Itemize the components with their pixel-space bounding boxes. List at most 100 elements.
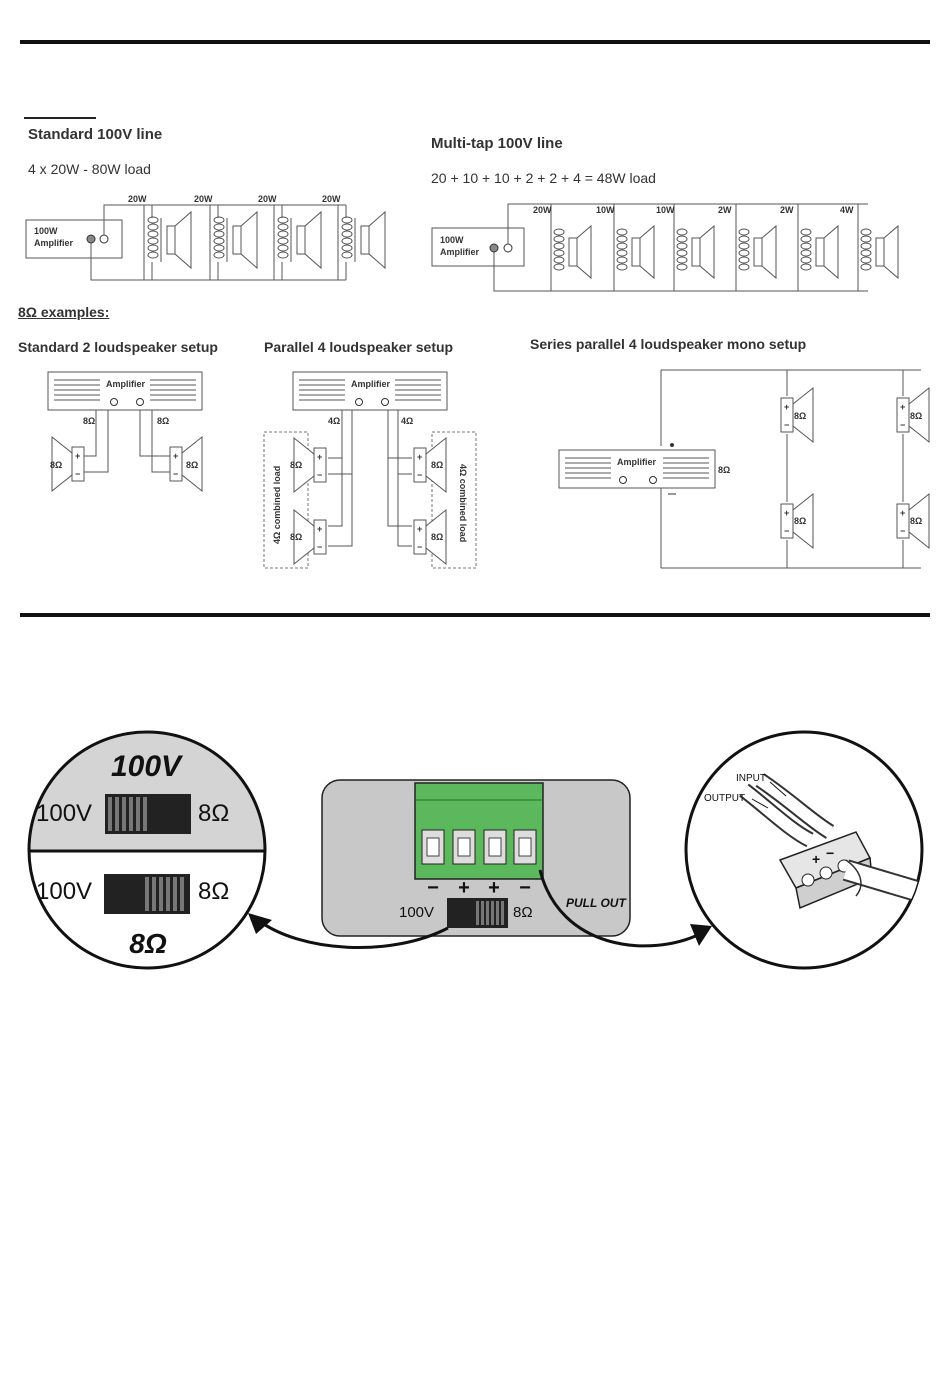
par4-spk-1: 8Ω — [290, 460, 302, 470]
svg-text:−: − — [784, 420, 789, 430]
mt-speaker-1 — [550, 204, 592, 291]
terminal-screw-3[interactable] — [483, 829, 507, 865]
switch-100v-position — [105, 794, 191, 834]
par4-spk-2: 8Ω — [290, 532, 302, 542]
std2-out-right: 8Ω — [157, 416, 169, 426]
svg-text:+: + — [317, 452, 322, 462]
std2-speaker-right: +− — [169, 435, 203, 493]
sp4-speaker-3: +− — [896, 386, 930, 444]
left-zoom-circle — [27, 730, 267, 970]
std-amp-label-2: Amplifier — [34, 238, 74, 248]
sp4-spk-3: 8Ω — [910, 411, 922, 421]
mt-speaker-5 — [797, 204, 839, 291]
standard-100v-subtitle: 4 x 20W - 80W load — [28, 161, 151, 177]
std-tap-1: 20W — [128, 194, 147, 204]
terminal-screw-4[interactable] — [513, 829, 537, 865]
svg-text:+: + — [173, 451, 178, 461]
mode-100v-title: 100V — [111, 750, 184, 783]
top-divider — [20, 40, 930, 44]
std-speaker-1 — [147, 210, 192, 270]
sp4-spk-2: 8Ω — [794, 516, 806, 526]
terminal-screw-2[interactable] — [452, 829, 476, 865]
svg-text:−: − — [317, 470, 322, 480]
svg-text:+: + — [417, 452, 422, 462]
mt-tap-6: 4W — [840, 205, 854, 215]
svg-text:−: − — [784, 526, 789, 536]
standard2-diagram: Amplifier 8Ω 8Ω +−+− 8Ω 8Ω — [47, 371, 203, 493]
series-parallel4-diagram: Amplifier 8Ω +−+−+−+− 8Ω 8Ω 8Ω 8Ω — [558, 369, 930, 569]
svg-text:−: − — [417, 470, 422, 480]
output-label: OUTPUT — [704, 793, 745, 804]
svg-text:−: − — [317, 542, 322, 552]
svg-text:−: − — [417, 542, 422, 552]
svg-text:+: + — [75, 451, 80, 461]
std-speaker-4 — [341, 210, 386, 270]
svg-text:−: − — [900, 526, 905, 536]
svg-text:+: + — [784, 508, 789, 518]
mode1-label-left: 100V — [36, 800, 92, 827]
std-tap-3: 20W — [258, 194, 277, 204]
mt-tap-4: 2W — [718, 205, 732, 215]
multitap-100v-diagram: 100W Amplifier 20W 10W 10W 2W 2W 4W — [431, 203, 899, 292]
section-mark — [24, 117, 96, 119]
pull-out-label: PULL OUT — [566, 896, 627, 910]
std2-out-left: 8Ω — [83, 416, 95, 426]
svg-text:+: + — [812, 851, 820, 867]
mt-speaker-2 — [613, 204, 655, 291]
mt-tap-5: 2W — [780, 205, 794, 215]
standard2-title: Standard 2 loudspeaker setup — [18, 339, 218, 355]
par4-speaker-1: +− — [293, 436, 327, 494]
svg-text:−: − — [75, 469, 80, 479]
par4-out-left: 4Ω — [328, 416, 340, 426]
std-speaker-2 — [213, 210, 258, 270]
svg-text:−: − — [173, 469, 178, 479]
svg-text:−: − — [826, 845, 834, 861]
mt-tap-3: 10W — [656, 205, 675, 215]
std-amp-label-1: 100W — [34, 226, 58, 236]
mt-speaker-6 — [857, 204, 899, 291]
series-parallel4-title: Series parallel 4 loudspeaker mono setup — [530, 336, 807, 352]
sp4-amp-label: Amplifier — [617, 457, 657, 467]
switch-illustration: 100V 100V 8Ω 100V 8Ω 8Ω − + + − 100V 8Ω … — [27, 730, 924, 970]
par4-combined-right: 4Ω combined load — [458, 464, 468, 542]
sp4-speaker-1: +− — [780, 386, 814, 444]
mode2-label-right: 8Ω — [198, 878, 229, 905]
standard-100v-title: Standard 100V line — [28, 126, 163, 143]
parallel4-diagram: Amplifier 4Ω 4Ω +−+−+−+− 4Ω combined loa… — [263, 371, 477, 569]
right-zoom-circle — [684, 730, 924, 970]
par4-spk-3: 8Ω — [431, 460, 443, 470]
sp4-speaker-2: +− — [780, 492, 814, 550]
par4-out-right: 4Ω — [401, 416, 413, 426]
std2-amp-label: Amplifier — [106, 379, 146, 389]
mt-tap-2: 10W — [596, 205, 615, 215]
par4-amp-label: Amplifier — [351, 379, 391, 389]
input-label: INPUT — [736, 773, 766, 784]
svg-text:+: + — [417, 524, 422, 534]
terminal-1-polarity: − — [427, 877, 439, 899]
svg-text:+: + — [784, 402, 789, 412]
std2-spk-right: 8Ω — [186, 460, 198, 470]
mt-amp-label-1: 100W — [440, 235, 464, 245]
par4-combined-left: 4Ω combined load — [272, 466, 282, 544]
std2-spk-left: 8Ω — [50, 460, 62, 470]
svg-text:+: + — [900, 508, 905, 518]
mt-tap-1: 20W — [533, 205, 552, 215]
arrow-to-switch-zoom — [257, 918, 449, 949]
multitap-100v-title: Multi-tap 100V line — [431, 135, 563, 152]
sp4-out: 8Ω — [718, 465, 730, 475]
multitap-100v-subtitle: 20 + 10 + 10 + 2 + 2 + 4 = 48W load — [431, 170, 656, 186]
sp4-spk-1: 8Ω — [794, 411, 806, 421]
mt-speaker-3 — [673, 204, 715, 291]
parallel4-title: Parallel 4 loudspeaker setup — [264, 339, 454, 355]
panel-label-left: 100V — [399, 904, 434, 921]
terminal-2-polarity: + — [458, 877, 470, 899]
std2-speaker-left: +− — [51, 435, 85, 493]
mode1-label-right: 8Ω — [198, 800, 229, 827]
terminal-screw-1[interactable] — [421, 829, 445, 865]
svg-text:−: − — [900, 420, 905, 430]
mt-amp-label-2: Amplifier — [440, 247, 480, 257]
par4-speaker-3: +− — [413, 436, 447, 494]
sp4-speaker-4: +− — [896, 492, 930, 550]
terminal-4-polarity: − — [519, 877, 531, 899]
